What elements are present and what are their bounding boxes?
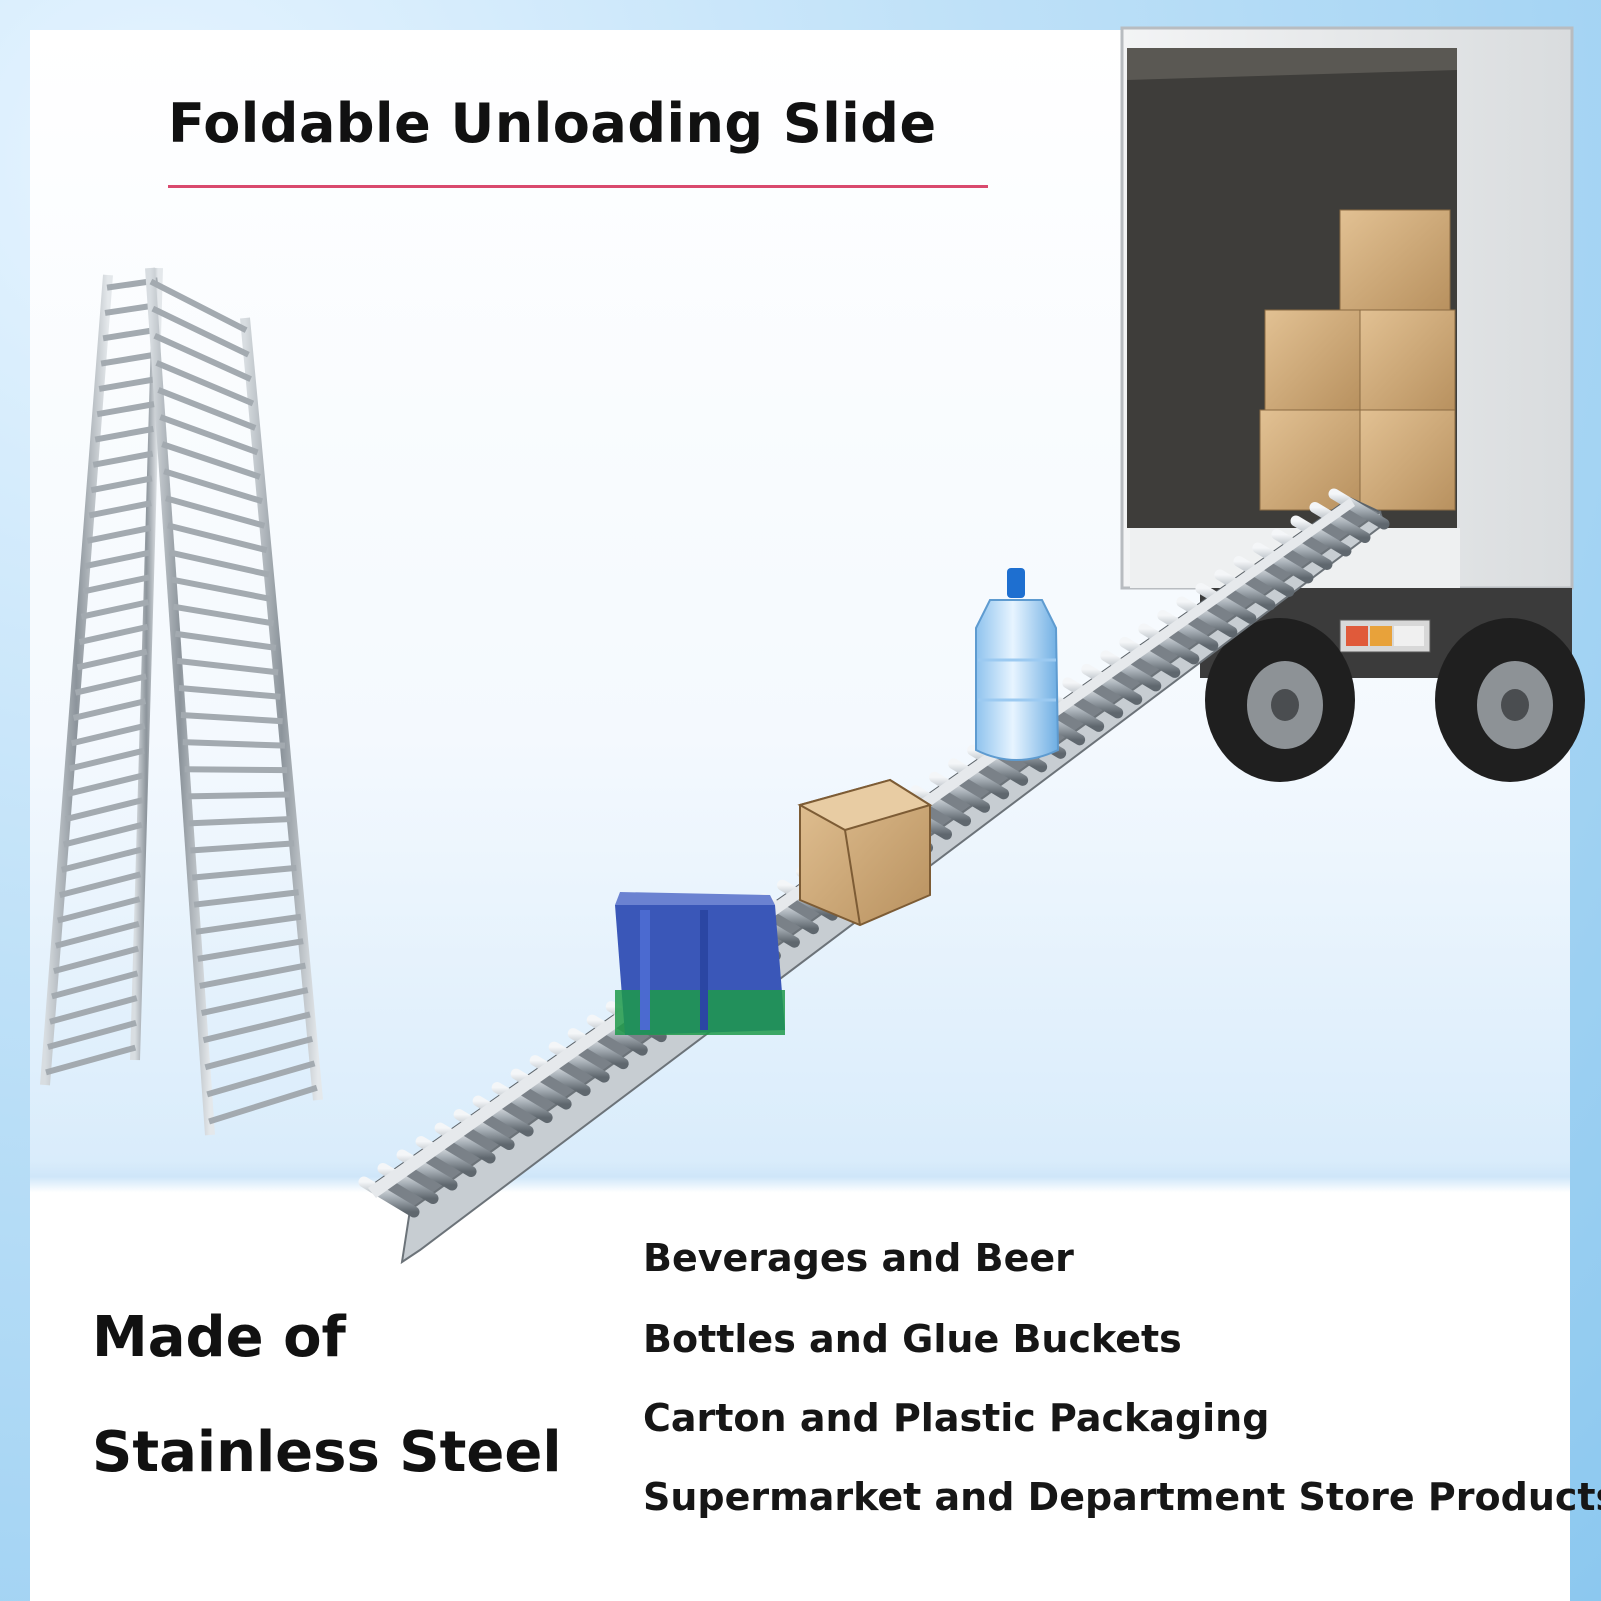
conveyor-roller	[1252, 542, 1314, 584]
slide-rung	[184, 766, 288, 774]
slide-rung	[70, 722, 146, 747]
slide-rung	[45, 1044, 137, 1076]
conveyor-roller	[948, 758, 1010, 800]
slide-rung	[172, 603, 275, 627]
slide-rung	[199, 962, 307, 989]
slide-rung	[100, 351, 156, 367]
slide-rail	[40, 274, 113, 1086]
delivery-truck	[1120, 26, 1585, 782]
slide-rung	[193, 889, 299, 908]
slide-rung	[57, 896, 141, 924]
slide-rung	[174, 630, 277, 651]
slide-rung	[197, 938, 304, 962]
slide-rung	[180, 712, 283, 725]
slide-rung	[191, 864, 297, 881]
conveyor-roller	[1328, 488, 1390, 530]
slide-rung	[159, 414, 259, 456]
conveyor-roller	[1233, 555, 1295, 597]
application-item: Supermarket and Department Store Product…	[643, 1475, 1601, 1519]
slide-rung	[178, 684, 281, 700]
slide-rung	[55, 920, 140, 949]
slide-rung	[78, 623, 149, 645]
slide-rung	[155, 360, 255, 407]
slide-rung	[190, 840, 295, 854]
slide-rung	[88, 500, 152, 519]
folded-slide	[40, 267, 323, 1136]
slide-rung	[98, 376, 156, 392]
conveyor-roller	[1271, 528, 1333, 570]
application-item: Beverages and Beer	[643, 1236, 1074, 1280]
slide-rung	[62, 821, 143, 848]
material-line-2: Stainless Steel	[92, 1420, 562, 1485]
slide-rung	[64, 797, 144, 823]
slide-rail	[240, 317, 323, 1101]
slide-rung	[90, 475, 153, 494]
slide-rung	[161, 441, 261, 480]
slide-rung	[59, 871, 142, 899]
slide-rung	[206, 1060, 316, 1098]
slide-rung	[66, 772, 144, 797]
slide-rung	[82, 574, 150, 595]
conveyor-roller	[1214, 569, 1276, 611]
conveyor-roller	[1290, 515, 1352, 557]
slide-rung	[49, 995, 138, 1025]
conveyor-roller	[1081, 663, 1143, 705]
slide-rung	[151, 305, 250, 358]
conveyor-roller	[1309, 501, 1371, 543]
slide-rung	[92, 450, 154, 468]
slide-rung	[94, 425, 154, 443]
slide-rung	[204, 1036, 314, 1071]
slide-rung	[74, 673, 147, 696]
slide-rung	[84, 549, 151, 570]
conveyor-roller	[929, 771, 991, 813]
page-title: Foldable Unloading Slide	[168, 92, 937, 155]
application-item: Bottles and Glue Buckets	[643, 1317, 1182, 1361]
slide-rung	[170, 576, 272, 602]
conveyor-roller	[1176, 596, 1238, 638]
slide-rung	[186, 791, 290, 800]
slide-rung	[47, 1019, 137, 1050]
slide-rung	[60, 846, 142, 873]
conveyor-roller	[1138, 623, 1200, 665]
slide-rung	[96, 401, 155, 418]
conveyor-roller	[910, 785, 972, 827]
slide-rung	[188, 815, 292, 827]
slide-rail	[145, 267, 215, 1136]
slide-rung	[72, 698, 147, 721]
material-line-1: Made of	[92, 1305, 346, 1370]
cardboard-box	[797, 778, 933, 927]
slide-rung	[208, 1084, 318, 1125]
conveyor-roller	[967, 744, 1029, 786]
slide-rung	[195, 913, 302, 935]
conveyor-roller	[1157, 609, 1219, 651]
conveyor-roller	[1100, 650, 1162, 692]
slide-rung	[182, 739, 286, 749]
title-underline	[168, 185, 988, 188]
conveyor-roller	[1062, 677, 1124, 719]
slide-rung	[68, 747, 145, 772]
slide-rung	[86, 524, 152, 544]
slide-rung	[102, 326, 157, 342]
conveyor-roller	[1119, 636, 1181, 678]
slide-rung	[80, 599, 149, 620]
slide-rung	[176, 657, 279, 676]
slide-rung	[169, 549, 270, 578]
slide-rung	[157, 387, 257, 431]
slide-rung	[53, 945, 140, 974]
application-item: Carton and Plastic Packaging	[643, 1396, 1270, 1440]
slide-rung	[202, 1011, 311, 1044]
slide-rung	[200, 987, 309, 1017]
slide-rung	[149, 278, 248, 333]
water-bottle	[975, 568, 1060, 761]
slide-rung	[167, 522, 268, 554]
slide-rung	[51, 970, 139, 1000]
conveyor-roller	[1195, 582, 1257, 624]
slide-rung	[165, 495, 266, 529]
slide-rung	[76, 648, 148, 671]
slide-rung	[163, 468, 263, 505]
slide-rung	[153, 333, 252, 382]
beverage-case	[615, 892, 785, 1035]
